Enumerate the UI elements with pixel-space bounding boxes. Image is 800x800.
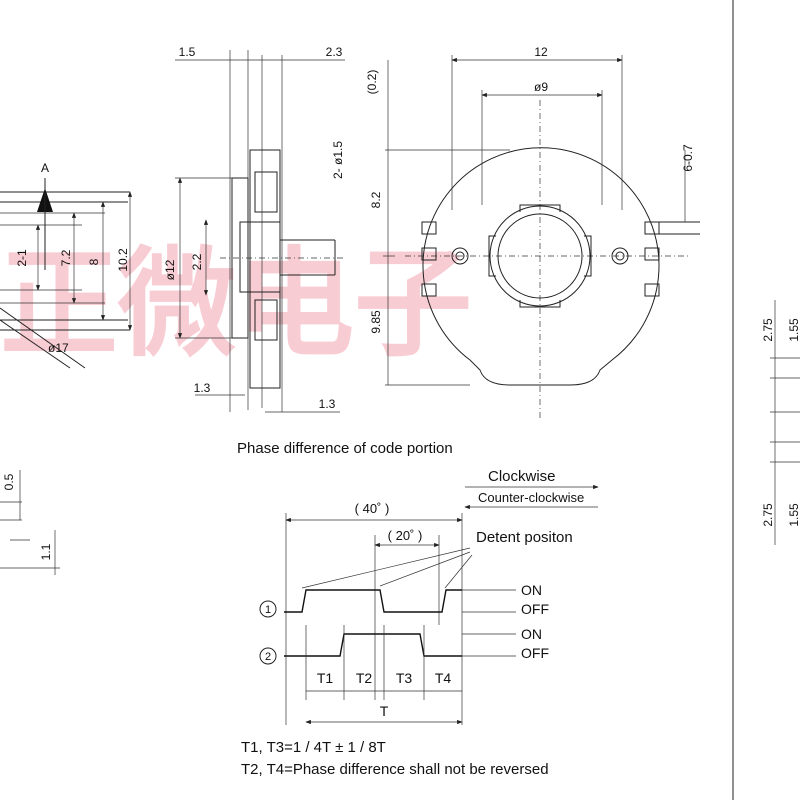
dim-2-75-bottom: 2.75 [761, 503, 775, 527]
phase-title: Phase difference of code portion [237, 440, 453, 457]
t1-label: T1 [317, 670, 334, 686]
dim-2-1: 2-1 [15, 249, 29, 267]
dim-1-5: 1.5 [179, 45, 196, 59]
dim-7-2: 7.2 [59, 249, 73, 266]
dim-phi12: ø12 [163, 259, 177, 280]
off-label-1: OFF [521, 601, 549, 617]
detent-label: Detent positon [476, 529, 573, 546]
dim-10-2: 10.2 [116, 248, 130, 272]
dim-8-2: 8.2 [369, 191, 383, 208]
side-view [175, 50, 345, 413]
dim-0-5: 0.5 [2, 473, 16, 490]
dim-phi9: ø9 [534, 80, 548, 94]
phase-chart [259, 513, 516, 725]
on-label-1: ON [521, 582, 542, 598]
dim-6-0-7: 6-0.7 [681, 144, 695, 172]
dim-1-55-bottom: 1.55 [787, 503, 800, 527]
dim-2-phi1-5: 2- ø1.5 [331, 141, 345, 179]
dim-1-55-top: 1.55 [787, 318, 800, 342]
dim-0-2: (0.2) [365, 70, 379, 95]
right-view [732, 0, 800, 800]
dim-2-2: 2.2 [190, 253, 204, 270]
dim-1-1: 1.1 [39, 543, 53, 560]
dim-12: 12 [534, 45, 548, 59]
t3-label: T3 [396, 670, 413, 686]
dim-1-3-right: 1.3 [319, 397, 336, 411]
t2-label: T2 [356, 670, 373, 686]
front-view [383, 55, 700, 420]
t-label: T [380, 703, 389, 719]
clockwise-label: Clockwise [488, 468, 556, 485]
channel-1-label: 1 [265, 604, 271, 616]
counter-clockwise-label: Counter-clockwise [478, 490, 584, 505]
dim-9-85: 9.85 [369, 310, 383, 334]
dim-2-75-top: 2.75 [761, 318, 775, 342]
angle-40-label: ( 40˚ ) [355, 501, 390, 516]
dim-8: 8 [87, 258, 101, 265]
note-2: T2, T4=Phase difference shall not be rev… [241, 761, 549, 778]
dim-1-3-left: 1.3 [194, 381, 211, 395]
left-view [0, 178, 133, 575]
dim-phi17: ø17 [48, 341, 69, 355]
on-label-2: ON [521, 626, 542, 642]
view-a-label: A [41, 161, 49, 175]
off-label-2: OFF [521, 645, 549, 661]
t4-label: T4 [435, 670, 452, 686]
angle-20-label: ( 20˚ ) [388, 528, 423, 543]
note-1: T1, T3=1 / 4T ± 1 / 8T [241, 739, 386, 756]
channel-2-label: 2 [265, 651, 271, 663]
dim-2-3: 2.3 [326, 45, 343, 59]
